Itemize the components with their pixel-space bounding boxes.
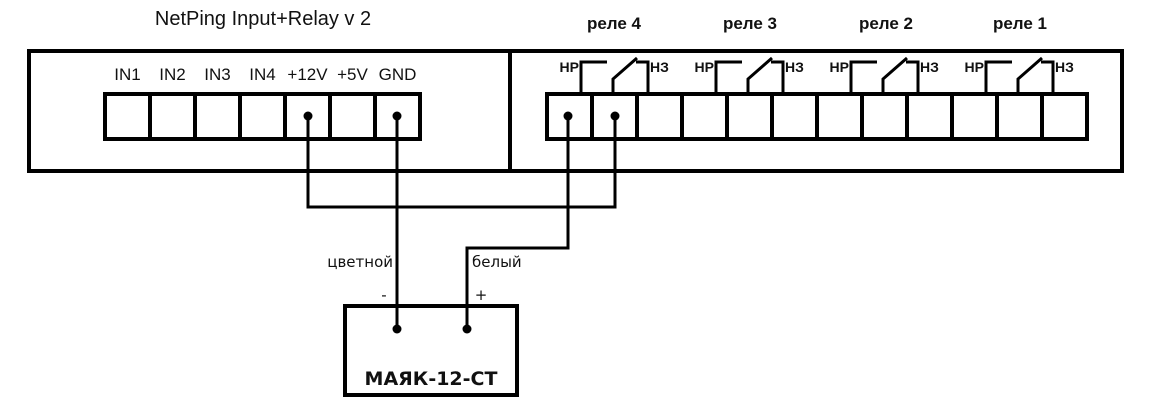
input-terminal-cell [193,92,242,141]
plus-label: + [475,286,488,304]
wiring [303,111,620,329]
relay-nc-label: НЗ [785,59,804,75]
relay-no-label: НР [965,59,984,75]
beacon-terminal-minus [392,324,402,334]
beacon-box [343,304,519,397]
input-pin-label: IN2 [159,65,185,84]
input-pin-label: IN3 [204,65,230,84]
relay-nc-label: НЗ [650,59,669,75]
relay-4-label: реле 4 [587,14,642,33]
device-title: NetPing Input+Relay v 2 [155,8,371,30]
wire-label-colored: цветной [327,253,393,271]
device-enclosure [27,49,1124,173]
relay-terminal-cell [635,92,684,141]
input-pin-label: +5V [337,65,368,84]
beacon-label: МАЯК-12-СТ [365,368,498,390]
relay-terminal-cell [815,92,864,141]
terminal-dot-relay4-common [610,111,620,121]
input-pin-label: IN4 [249,65,275,84]
input-terminal-cell [148,92,197,141]
input-pin-label: GND [379,65,417,84]
relay-nc-label: НЗ [920,59,939,75]
relay-contact-symbol: НР НЗ [830,56,939,94]
relay-terminal-cell [950,92,999,141]
relay-nc-label: НЗ [1055,59,1074,75]
relay-no-label: НР [695,59,714,75]
relay-contact-symbol: НР НЗ [695,56,804,94]
terminal-dot-gnd [392,111,402,121]
relay-no-label: НР [560,59,579,75]
relay-2-label: реле 2 [859,14,913,33]
beacon-terminal-plus [462,324,472,334]
wire-label-white: белый [472,253,522,271]
terminal-dot-relay4-no [563,111,573,121]
input-pin-label: IN1 [114,65,140,84]
relay-terminal-cell [860,92,909,141]
terminal-dot-12v [303,111,313,121]
relay-3-label: реле 3 [723,14,777,33]
relay-terminal-block [545,92,1089,141]
input-pin-label: +12V [287,65,328,84]
input-terminal-cell [328,92,377,141]
input-terminal-cell [238,92,287,141]
relay-contact-symbol: НР НЗ [560,56,669,94]
relay-1-label: реле 1 [993,14,1047,33]
relay-terminal-cell [905,92,954,141]
relay-terminal-cell [680,92,729,141]
relay-no-label: НР [830,59,849,75]
minus-label: - [381,286,386,304]
input-terminal-block [103,92,422,141]
relay-contact-symbol: НР НЗ [965,56,1074,94]
wire-white-relay4-no [465,116,570,329]
relay-terminal-cell [770,92,819,141]
relay-terminal-cell [725,92,774,141]
relay-terminal-cell [1040,92,1089,141]
input-terminal-cell [103,92,152,141]
relay-terminal-cell [995,92,1044,141]
wire-12v-to-relay4-common [306,116,617,209]
